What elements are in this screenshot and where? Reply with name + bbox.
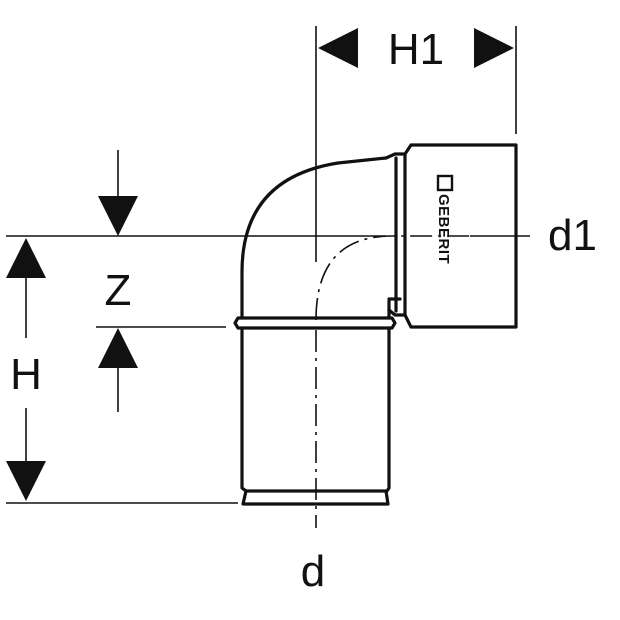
label-d: d	[301, 547, 325, 596]
geberit-logo: GEBERIT	[435, 174, 454, 264]
dimension-arrows	[6, 28, 514, 501]
elbow-fitting	[233, 143, 518, 506]
logo-text: GEBERIT	[435, 194, 452, 264]
spigot-bead	[233, 316, 397, 330]
socket-body	[403, 143, 518, 329]
socket-collar	[384, 152, 407, 317]
h-top-arrow	[6, 238, 46, 278]
label-h1: H1	[388, 25, 444, 74]
extension-lines	[6, 26, 530, 504]
label-z: Z	[105, 266, 132, 315]
dimension-labels: H1 d1 Z H d	[10, 25, 597, 596]
label-d1: d1	[548, 211, 597, 260]
spigot-end-chamfer	[241, 489, 390, 506]
center-lines	[315, 235, 470, 528]
label-h: H	[10, 350, 42, 399]
h-bottom-arrow	[6, 461, 46, 501]
logo-square-icon	[436, 174, 454, 192]
z-bottom-arrow	[98, 328, 138, 368]
z-top-arrow	[98, 196, 138, 236]
elbow-outer-curve	[240, 156, 388, 320]
h1-left-arrow	[318, 28, 358, 68]
h1-right-arrow	[474, 28, 514, 68]
elbow-bend-centerline	[315, 235, 470, 321]
